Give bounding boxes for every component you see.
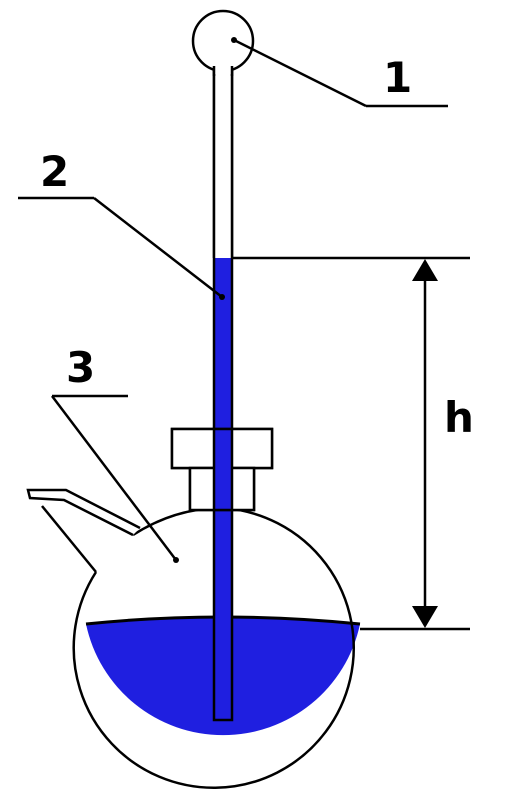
leader-lines bbox=[18, 37, 448, 563]
height-arrow-down bbox=[412, 606, 438, 628]
label-h: h bbox=[444, 393, 474, 442]
label-3: 3 bbox=[66, 343, 95, 392]
flask bbox=[26, 488, 361, 789]
bulb bbox=[191, 9, 255, 73]
height-indicator bbox=[232, 256, 470, 631]
height-arrow-up bbox=[412, 259, 438, 281]
flask-spout-lower bbox=[41, 505, 97, 573]
label-1: 1 bbox=[383, 53, 412, 102]
label-2: 2 bbox=[40, 147, 69, 196]
tube bbox=[170, 64, 274, 722]
flask-spout bbox=[26, 488, 141, 537]
